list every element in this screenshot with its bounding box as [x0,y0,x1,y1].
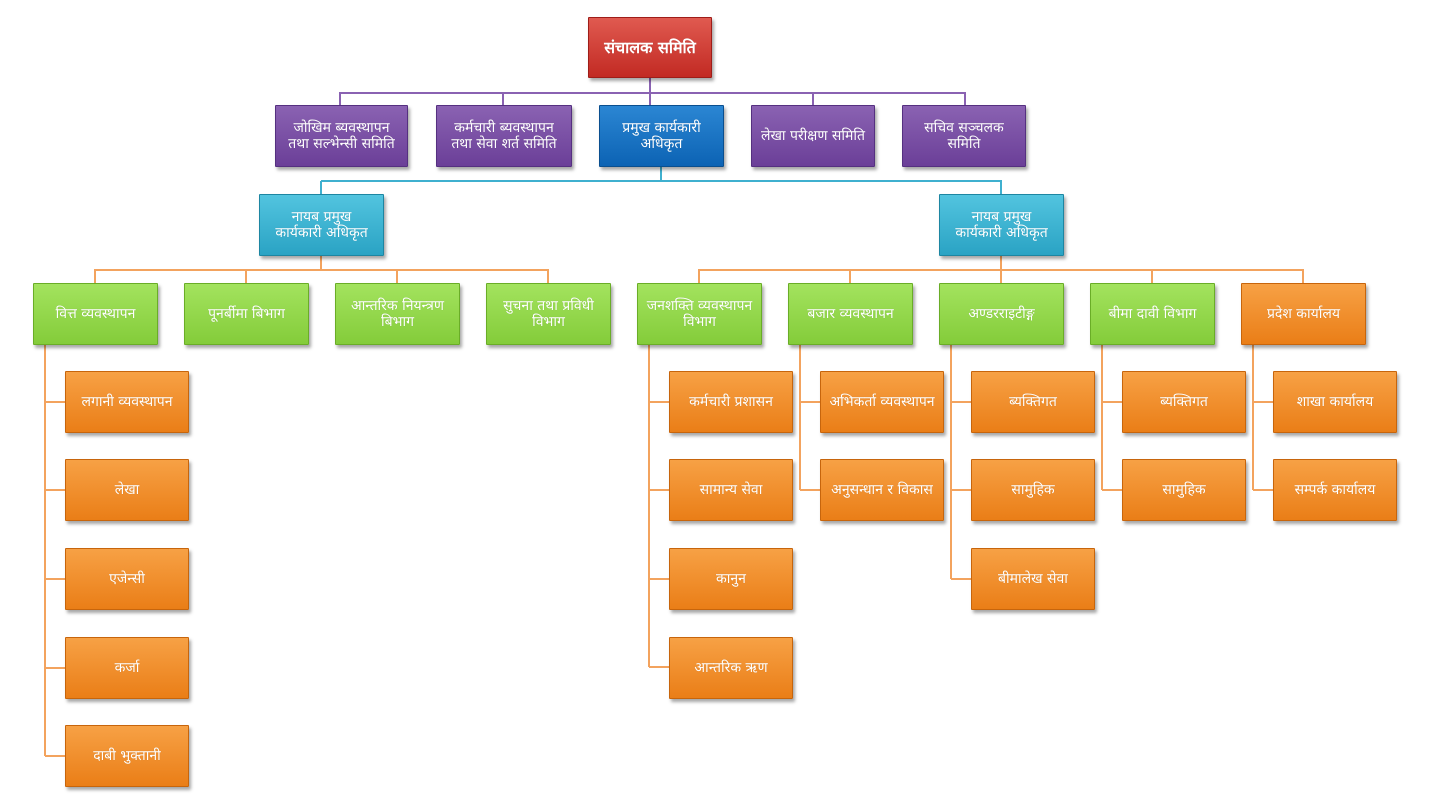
dept-finance: वित्त व्यवस्थापन [33,283,158,345]
chief-executive-officer: प्रमुख कार्यकारीअधिकृत [599,105,724,167]
connector-market-units [799,345,820,491]
dept-reinsurance: पूनर्बीमा बिभाग [184,283,309,345]
dept-underwriting: अण्डरराइटीङ्ग [939,283,1064,345]
connector-deputy1-departments [94,256,549,283]
connector-finance-units [44,345,65,757]
connector-deputy2-departments [698,256,1304,283]
unit-claim-individual: ब्यक्तिगत [1122,371,1246,433]
dept-marketing: बजार व्यवस्थापन [788,283,913,345]
board-of-directors: संचालक समिति [588,17,712,78]
unit-agency: एजेन्सी [65,548,189,610]
dept-claims: बीमा दावी विभाग [1090,283,1215,345]
unit-general-service: सामान्य सेवा [669,459,793,521]
unit-claim-group: सामुहिक [1122,459,1246,521]
connector-province-units [1252,345,1273,491]
board-label: संचालक समिति [604,37,696,57]
connector-underwriting-units [950,345,971,580]
connector-claims-units [1101,345,1122,491]
unit-loan: कर्जा [65,637,189,699]
unit-accounts: लेखा [65,459,189,521]
unit-legal: कानुन [669,548,793,610]
connector-ceo-deputies [320,167,1002,194]
unit-internal-loan: आन्तरिक ऋण [669,637,793,699]
committee-audit: लेखा परीक्षण समिति [751,105,875,167]
unit-agent-management: अभिकर्ता व्यवस्थापन [820,371,944,433]
dept-province-office: प्रदेश कार्यालय [1241,283,1366,345]
unit-research-development: अनुसन्धान र विकास [820,459,944,521]
unit-policy-service: बीमालेख सेवा [971,548,1095,610]
unit-investment: लगानी व्यवस्थापन [65,371,189,433]
connector-board-committees [339,78,966,105]
connector-hr-units [648,345,669,668]
unit-uw-individual: ब्यक्तिगत [971,371,1095,433]
unit-contact-office: सम्पर्क कार्यालय [1273,459,1397,521]
unit-branch-office: शाखा कार्यालय [1273,371,1397,433]
unit-staff-admin: कर्मचारी प्रशासन [669,371,793,433]
dept-it: सुचना तथा प्रविधीविभाग [486,283,611,345]
unit-claim-payment: दाबी भुक्तानी [65,725,189,787]
unit-uw-group: सामुहिक [971,459,1095,521]
